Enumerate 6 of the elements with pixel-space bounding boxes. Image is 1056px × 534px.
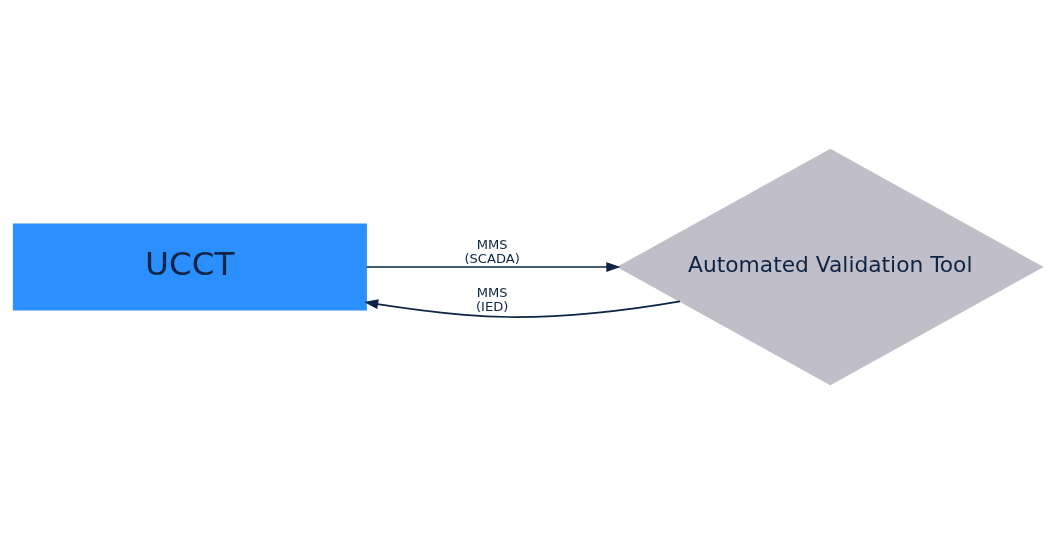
- node-box: UCCT: [12, 223, 367, 311]
- arrow: [364, 299, 681, 318]
- edge-label: MMS (SCADA): [464, 237, 520, 267]
- arrow: [365, 262, 621, 272]
- edge-label: MMS (IED): [475, 285, 509, 315]
- node-diamond: Automated Validation Tool: [616, 148, 1044, 386]
